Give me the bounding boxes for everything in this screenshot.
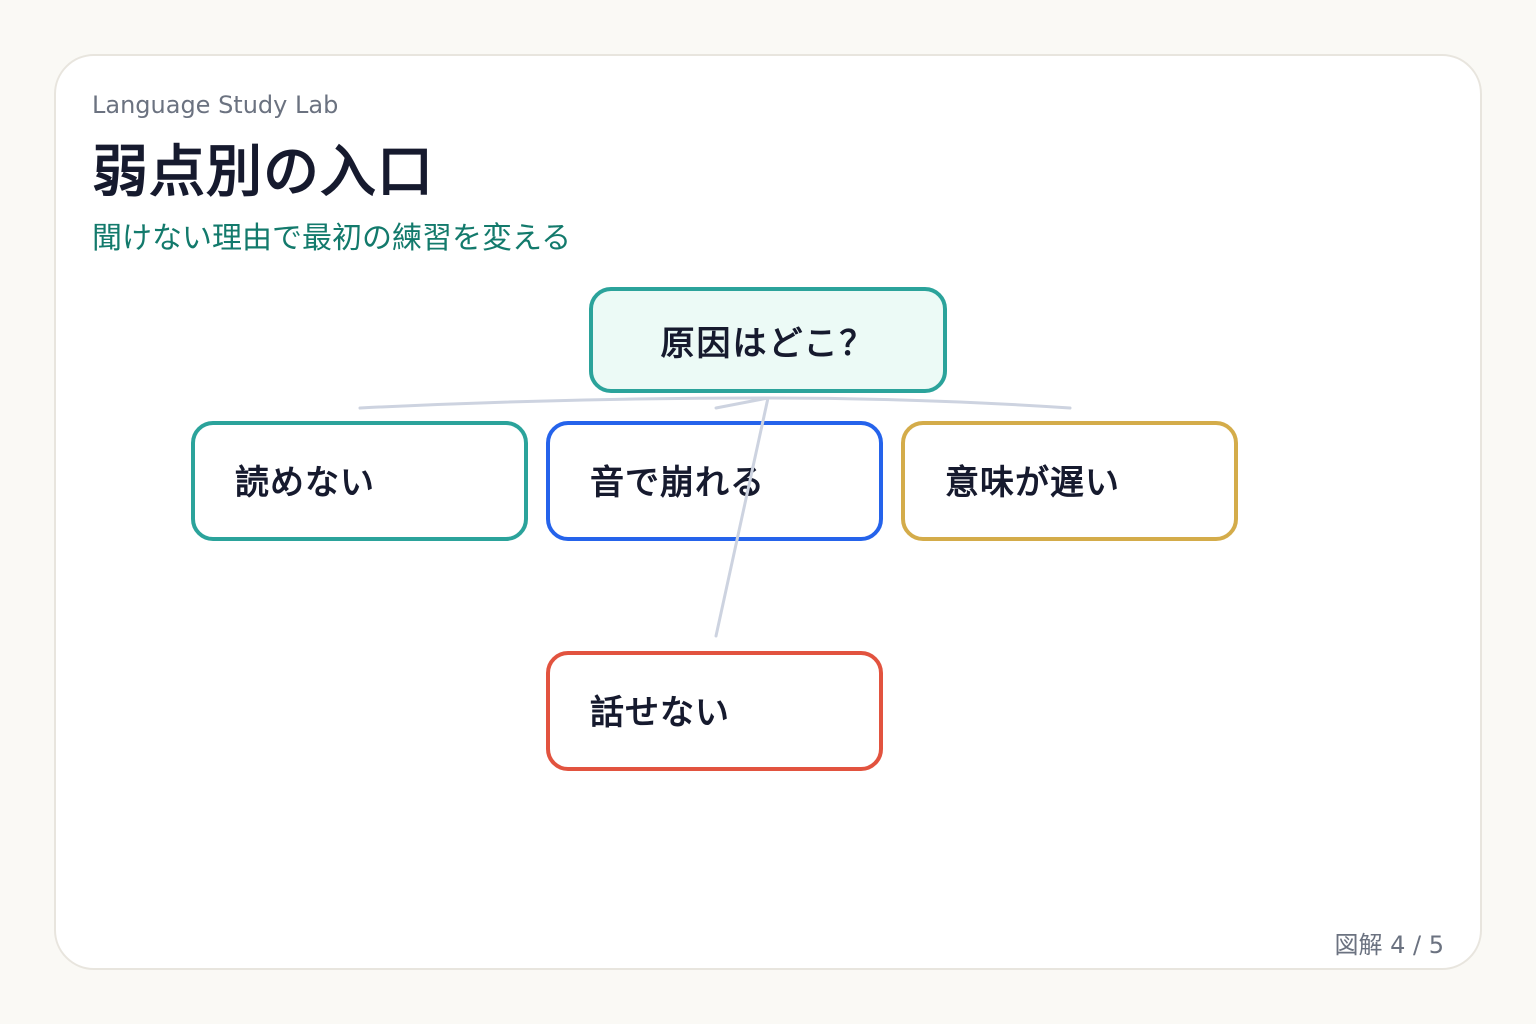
root-node: 原因はどこ？ bbox=[589, 287, 947, 393]
page-title: 弱点別の入口 bbox=[92, 140, 434, 205]
node-label: 意味が遅い bbox=[945, 463, 1120, 503]
node-label: 音で崩れる bbox=[590, 463, 765, 503]
node-cannot-speak: 話せない bbox=[546, 651, 883, 771]
node-cannot-read: 読めない bbox=[191, 421, 528, 541]
node-label: 読めない bbox=[235, 463, 375, 503]
root-node-label: 原因はどこ？ bbox=[660, 323, 876, 364]
eyebrow-label: Language Study Lab bbox=[92, 91, 339, 119]
node-sound-breaks: 音で崩れる bbox=[546, 421, 883, 541]
node-label: 話せない bbox=[590, 693, 730, 733]
page-subtitle: 聞けない理由で最初の練習を変える bbox=[92, 221, 572, 256]
node-meaning-slow: 意味が遅い bbox=[901, 421, 1238, 541]
page-indicator: 図解 4 / 5 bbox=[1334, 931, 1444, 959]
